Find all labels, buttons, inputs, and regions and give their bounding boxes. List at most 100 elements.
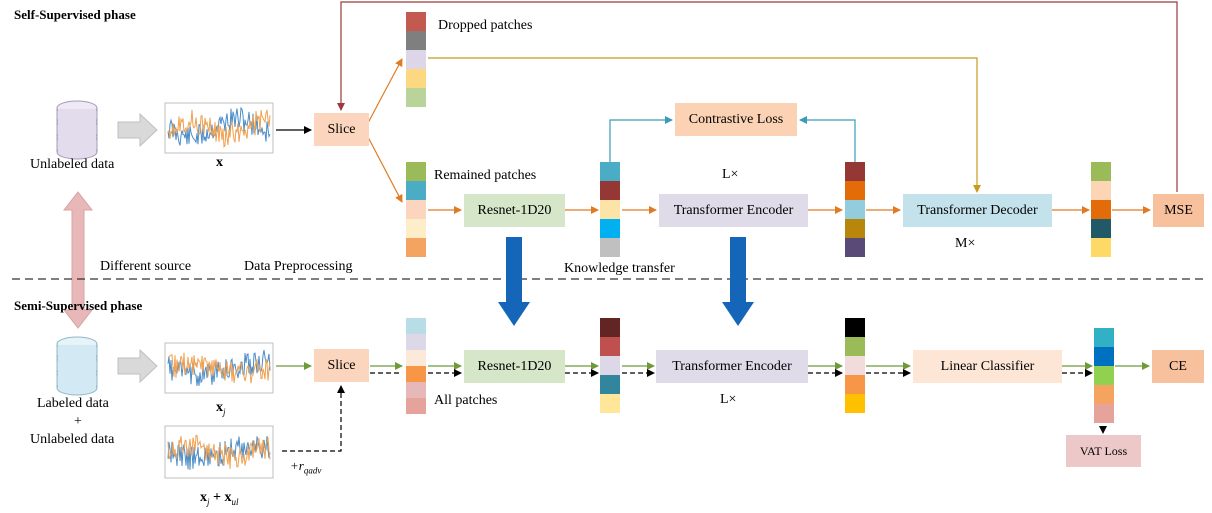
patch-cell xyxy=(406,350,426,366)
arrow-to-contrastive-left xyxy=(609,116,673,162)
patch-cell xyxy=(600,375,620,394)
xj-base: x xyxy=(216,400,223,415)
l-times-top-label: L× xyxy=(722,167,739,182)
signal-thumbnail-x xyxy=(164,102,274,154)
linear-classifier-box: Linear Classifier xyxy=(913,350,1062,383)
patch-cell xyxy=(406,382,426,398)
r-qadv-sub: qadv xyxy=(303,465,322,476)
patch-stack-encoder-b-output xyxy=(845,318,865,413)
unlabeled-data-label-2: Unlabeled data xyxy=(30,432,115,447)
contrastive-loss-box: Contrastive Loss xyxy=(675,103,797,136)
different-source-label: Different source xyxy=(100,259,192,274)
patch-cell xyxy=(845,318,865,337)
patch-cell xyxy=(1091,200,1111,219)
patch-cell xyxy=(406,181,426,200)
patch-cell xyxy=(1091,219,1111,238)
patch-cell xyxy=(1094,404,1114,423)
all-patches-label: All patches xyxy=(434,393,498,408)
patch-cell xyxy=(406,12,426,31)
patch-cell xyxy=(845,394,865,413)
patch-cell xyxy=(406,50,426,69)
plus-label: + xyxy=(74,414,82,429)
patch-cell xyxy=(600,219,620,238)
labeled-data-label: Labeled data xyxy=(37,396,109,411)
r-qadv-prefix: +r xyxy=(290,458,304,473)
patch-stack-dropped xyxy=(406,12,426,107)
patch-cell xyxy=(600,181,620,200)
xj-plus-xul-label: xj + xul xyxy=(200,490,239,510)
patch-cell xyxy=(845,375,865,394)
different-source-arrow xyxy=(62,191,94,329)
patch-stack-encoder-output xyxy=(845,162,865,257)
transformer-encoder-box-bottom: Transformer Encoder xyxy=(656,350,808,383)
arrow-slice-to-remained xyxy=(367,136,403,203)
knowledge-transfer-arrow-encoder xyxy=(722,237,754,326)
signal-thumbnail-xj xyxy=(164,342,274,394)
knowledge-transfer-arrow-resnet xyxy=(498,237,530,326)
patch-cell xyxy=(406,88,426,107)
patch-stack-decoder-output xyxy=(1091,162,1111,257)
patch-cell xyxy=(406,318,426,334)
patch-cell xyxy=(845,356,865,375)
patch-cell xyxy=(406,398,426,414)
xsum-sub-2: ul xyxy=(231,496,239,507)
slice-box-bottom: Slice xyxy=(314,349,369,382)
patch-cell xyxy=(845,200,865,219)
patch-cell xyxy=(1094,366,1114,385)
patch-cell xyxy=(845,238,865,257)
patch-cell xyxy=(1091,162,1111,181)
xsum-sub-1: j xyxy=(207,496,210,507)
gray-arrow-bottom xyxy=(117,348,158,384)
patch-stack-all xyxy=(406,318,426,414)
l-times-bottom-label: L× xyxy=(720,392,737,407)
database-icon-labeled xyxy=(56,336,98,396)
resnet-box-bottom: Resnet-1D20 xyxy=(464,350,565,383)
patch-stack-resnet-output xyxy=(600,162,620,257)
transformer-decoder-box: Transformer Decoder xyxy=(903,194,1052,227)
database-icon-unlabeled xyxy=(56,100,98,160)
patch-cell xyxy=(406,69,426,88)
dropped-patches-label: Dropped patches xyxy=(438,18,533,33)
x-label: x xyxy=(216,155,223,170)
patch-stack-linear-output xyxy=(1094,328,1114,423)
arrow-slice-to-dropped xyxy=(367,58,403,124)
patch-cell xyxy=(845,219,865,238)
patch-cell xyxy=(406,162,426,181)
patch-stack-resnet-b-output xyxy=(600,318,620,413)
patch-cell xyxy=(600,318,620,337)
ce-box: CE xyxy=(1152,350,1204,383)
xsum-base-1: x xyxy=(200,490,207,505)
slice-box-top: Slice xyxy=(314,113,369,146)
arrow-perturbed-to-slice xyxy=(282,385,345,452)
signal-thumbnail-xj-xul xyxy=(164,425,274,479)
transformer-encoder-box-top: Transformer Encoder xyxy=(659,194,808,227)
patch-cell xyxy=(600,238,620,257)
patch-cell xyxy=(1094,347,1114,366)
patch-cell xyxy=(600,162,620,181)
r-qadv-label: +rqadv xyxy=(290,458,321,479)
patch-cell xyxy=(845,162,865,181)
patch-cell xyxy=(406,200,426,219)
arrow-to-contrastive-right xyxy=(799,116,856,162)
patch-cell xyxy=(406,219,426,238)
patch-cell xyxy=(845,337,865,356)
arrow-dropped-to-decoder xyxy=(428,57,981,193)
data-preprocessing-label: Data Preprocessing xyxy=(244,259,353,274)
patch-cell xyxy=(1091,181,1111,200)
patch-cell xyxy=(406,366,426,382)
mse-box: MSE xyxy=(1153,194,1204,227)
patch-cell xyxy=(406,31,426,50)
semi-supervised-phase-title: Semi-Supervised phase xyxy=(14,298,143,313)
patch-stack-remained xyxy=(406,162,426,257)
unlabeled-data-label: Unlabeled data xyxy=(30,157,115,172)
patch-cell xyxy=(1094,385,1114,404)
patch-cell xyxy=(1094,328,1114,347)
remained-patches-label: Remained patches xyxy=(434,168,537,183)
patch-cell xyxy=(1091,238,1111,257)
xj-label: xj xyxy=(216,400,226,420)
xsum-plus: + x xyxy=(209,490,232,505)
vat-loss-box: VAT Loss xyxy=(1066,435,1141,467)
xj-sub: j xyxy=(223,406,226,417)
resnet-box-top: Resnet-1D20 xyxy=(464,194,565,227)
